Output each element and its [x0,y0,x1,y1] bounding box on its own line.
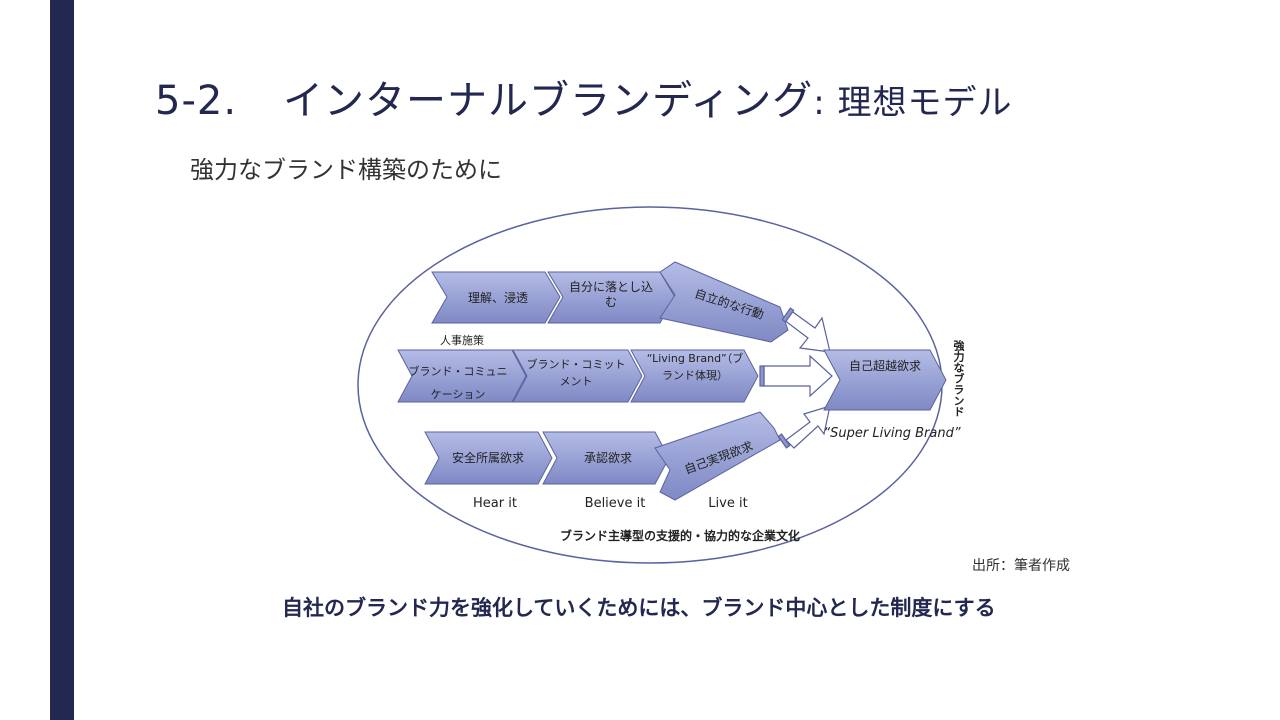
arrow-mid [763,354,833,398]
chevron-mid-1-fo: ブランド・コミュニケーション [408,365,508,401]
sidebar-accent-bar [50,0,74,720]
section-number: 5-2. [155,78,238,124]
chevron-mid-2-fo: ブランド・コミットメント [526,358,626,388]
arrow-bottom-tail [777,433,791,449]
conclusion-text: 自社のブランド力を強化していくためには、ブランド中心とした制度にする [282,596,996,620]
slide-subtitle: 強力なブランド構築のために [190,156,502,184]
chevron-bottom-2-label: 承認欲求 [584,450,632,465]
mid-row-label: 人事施策 [440,333,484,347]
chevron-bottom-3 [654,411,781,501]
chevron-top-2-label: 自分に落とし込む [568,280,653,309]
title-sub: : 理想モデル [813,83,1013,123]
goal-chevron [823,349,947,411]
arrow-top-tail [781,307,795,323]
goal-fo: 自己超越欲求 [848,359,921,373]
chevron-mid-3 [630,349,759,403]
chevron-mid-3-fo: “Living Brand”（ブランド体現） [646,352,744,382]
chevron-bottom-1 [424,431,553,485]
goal-label: 自己超越欲求 [848,359,921,373]
culture-footer: ブランド主導型の支援的・協力的な企業文化 [560,528,800,543]
brand-model-diagram: 理解、浸透 自分に落とし込む 自立的な行動 人事施策 ブランド・コミュニケーショ… [357,206,965,564]
arrow-top [783,309,831,353]
title-main: インターナルブランディング [283,78,814,124]
arrow-mid-tail [759,365,765,387]
chevron-mid-1-label: ブランド・コミュニケーション [408,365,508,401]
chevron-top-3 [659,261,789,343]
connector-arrows [759,307,833,449]
stage-label-live: Live it [708,496,747,511]
arrow-bottom [785,405,831,449]
chevron-mid-2 [512,349,643,403]
chevron-top-2-fo: 自分に落とし込む [568,280,653,309]
chevron-bottom-1-label: 安全所属欲求 [452,450,524,465]
stage-label-hear: Hear it [473,496,517,511]
chevron-mid-3-label: “Living Brand”（ブランド体現） [646,352,744,382]
goal-caption: “Super Living Brand” [823,426,960,441]
vertical-label-fo: 強力なブランド [952,340,965,417]
source-note: 出所：筆者作成 [972,558,1070,574]
vertical-label: 強力なブランド [952,340,965,417]
chevron-top-1-label: 理解、浸透 [468,291,528,305]
stage-label-believe: Believe it [585,496,646,511]
chevron-top-1 [431,271,561,324]
page-title: 5-2. インターナルブランディング: 理想モデル [155,68,1013,126]
chevron-mid-2-label: ブランド・コミットメント [526,358,626,388]
chevron-mid-1 [397,349,527,403]
chevron-bottom-2 [542,431,670,485]
